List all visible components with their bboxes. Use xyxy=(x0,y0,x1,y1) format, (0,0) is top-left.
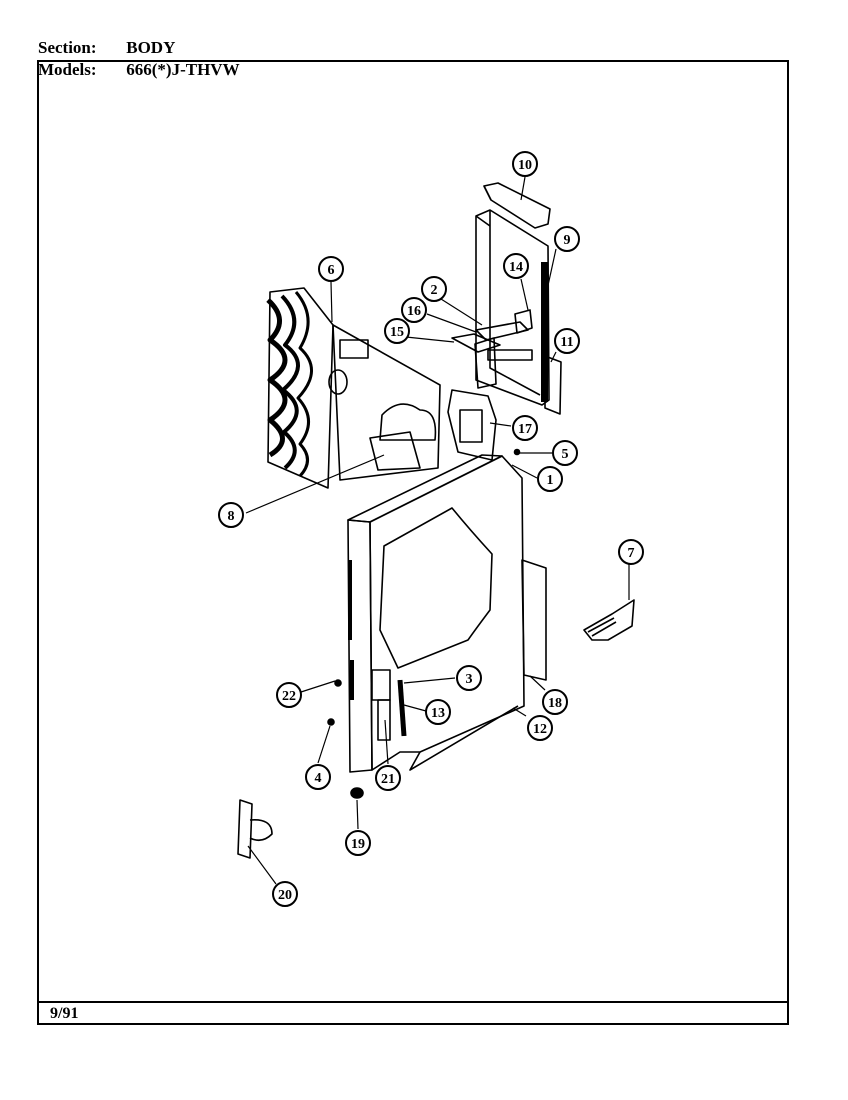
callout-number: 17 xyxy=(518,422,532,437)
callout-circle xyxy=(527,715,553,741)
callout-number: 10 xyxy=(518,158,532,173)
callout-4: 4 xyxy=(305,764,331,790)
callout-number: 20 xyxy=(278,888,292,903)
callout-number: 11 xyxy=(560,335,573,350)
part-latch xyxy=(237,799,273,859)
callout-circle xyxy=(542,689,568,715)
diagram-frame xyxy=(37,60,789,1025)
callout-circle xyxy=(305,764,331,790)
part-side-panel xyxy=(266,287,441,489)
callout-number: 19 xyxy=(351,837,365,852)
callout-number: 2 xyxy=(431,283,438,298)
section-label: Section: xyxy=(38,38,97,57)
callout-circle xyxy=(375,765,401,791)
callout-8: 8 xyxy=(218,502,244,528)
callout-22: 22 xyxy=(276,682,302,708)
callout-1: 1 xyxy=(537,466,563,492)
callout-14: 14 xyxy=(503,253,529,279)
callout-9: 9 xyxy=(554,226,580,252)
callout-number: 5 xyxy=(562,447,569,462)
models-value: 666(*)J-THVW xyxy=(126,60,240,79)
callout-circle xyxy=(512,415,538,441)
callout-circle xyxy=(456,665,482,691)
callout-17: 17 xyxy=(512,415,538,441)
part-top-bracket xyxy=(483,182,551,229)
callout-circle xyxy=(537,466,563,492)
callout-circle xyxy=(384,318,410,344)
callout-circle xyxy=(345,830,371,856)
callout-number: 4 xyxy=(315,771,322,786)
callout-15: 15 xyxy=(384,318,410,344)
callout-number: 21 xyxy=(381,772,395,787)
callout-number: 15 xyxy=(390,325,404,340)
callout-number: 1 xyxy=(547,473,554,488)
callout-circle xyxy=(503,253,529,279)
part-rear-frame xyxy=(475,209,550,406)
callout-number: 3 xyxy=(466,672,473,687)
callout-number: 14 xyxy=(509,260,523,275)
part-screw-5 xyxy=(513,448,521,456)
callout-11: 11 xyxy=(554,328,580,354)
part-foot xyxy=(350,787,364,799)
section-header: Section: BODY xyxy=(38,38,175,58)
footer-divider xyxy=(37,1001,789,1003)
callout-number: 18 xyxy=(548,696,562,711)
callout-number: 7 xyxy=(628,546,635,561)
leader-lines xyxy=(245,176,630,885)
callout-circle xyxy=(425,699,451,725)
part-front-panel xyxy=(347,454,525,773)
callout-circle xyxy=(552,440,578,466)
part-screw-4 xyxy=(327,718,335,726)
callout-16: 16 xyxy=(401,297,427,323)
callout-number: 9 xyxy=(564,233,571,248)
callout-circle xyxy=(618,539,644,565)
part-control-brackets xyxy=(451,309,533,389)
callout-10: 10 xyxy=(512,151,538,177)
callout-number: 8 xyxy=(228,509,235,524)
callout-13: 13 xyxy=(425,699,451,725)
callout-circle xyxy=(554,328,580,354)
part-screw-22 xyxy=(334,679,342,687)
part-filter-block xyxy=(447,389,497,461)
callout-12: 12 xyxy=(527,715,553,741)
part-mounting-bracket xyxy=(583,599,635,641)
callout-circle xyxy=(218,502,244,528)
callout-circle xyxy=(512,151,538,177)
callout-7: 7 xyxy=(618,539,644,565)
callout-number: 12 xyxy=(533,722,547,737)
callout-6: 6 xyxy=(318,256,344,282)
callout-number: 13 xyxy=(431,706,445,721)
callout-circle xyxy=(272,881,298,907)
callout-19: 19 xyxy=(345,830,371,856)
callout-circle xyxy=(401,297,427,323)
models-label: Models: xyxy=(38,60,97,79)
callout-21: 21 xyxy=(375,765,401,791)
callout-circle xyxy=(318,256,344,282)
callout-number: 6 xyxy=(328,263,335,278)
callout-2: 2 xyxy=(421,276,447,302)
models-header: Models: 666(*)J-THVW xyxy=(38,60,240,80)
callout-circle xyxy=(276,682,302,708)
callout-18: 18 xyxy=(542,689,568,715)
part-lower-hardware xyxy=(371,669,407,741)
callout-circle xyxy=(421,276,447,302)
part-side-rail xyxy=(544,355,562,415)
callout-number: 22 xyxy=(282,689,296,704)
callout-circle xyxy=(554,226,580,252)
part-rear-cover xyxy=(409,705,519,771)
footer-date: 9/91 xyxy=(50,1005,79,1022)
callout-3: 3 xyxy=(456,665,482,691)
section-value: BODY xyxy=(126,38,176,57)
callout-20: 20 xyxy=(272,881,298,907)
callout-5: 5 xyxy=(552,440,578,466)
part-hinge-strip xyxy=(521,559,547,681)
callout-number: 16 xyxy=(407,304,421,319)
